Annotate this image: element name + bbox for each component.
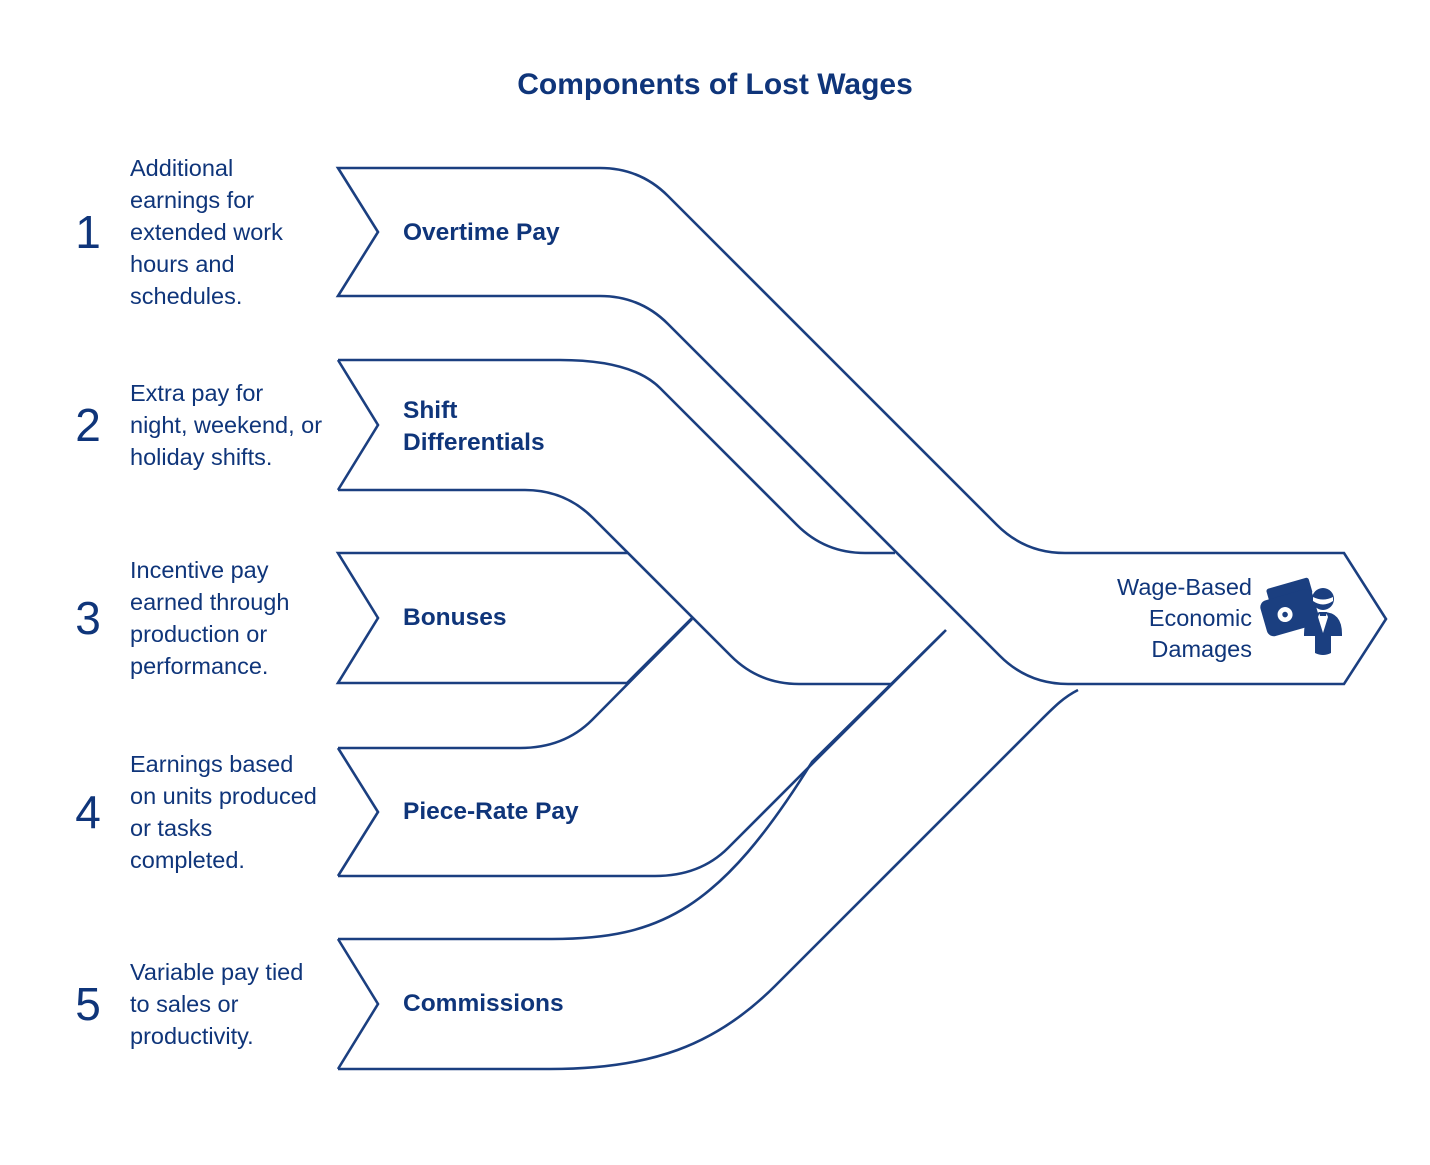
item-description-2: Extra pay for night, weekend, or holiday… bbox=[130, 380, 323, 470]
item-number-2: 2 bbox=[75, 399, 101, 451]
band-label-bonuses: Bonuses bbox=[403, 604, 507, 631]
band-label-commissions: Commissions bbox=[403, 990, 564, 1017]
item-description-4: Earnings based on units produced or task… bbox=[130, 751, 317, 873]
band-4-top-edge bbox=[338, 618, 693, 750]
band-label-overtime-pay: Overtime Pay bbox=[403, 219, 560, 246]
band-label-shift-differentials: Shift Differentials bbox=[403, 397, 545, 456]
page-title: Components of Lost Wages bbox=[517, 68, 913, 101]
output-label: Wage-Based Economic Damages bbox=[1117, 574, 1252, 662]
person-icon bbox=[1304, 588, 1342, 655]
item-number-4: 4 bbox=[75, 786, 101, 838]
band-2-chevron bbox=[336, 359, 380, 491]
band-5-chevron bbox=[336, 938, 380, 1070]
item-description-3: Incentive pay earned through production … bbox=[130, 557, 290, 679]
band-2-top-edge bbox=[338, 358, 895, 555]
item-number-3: 3 bbox=[75, 592, 101, 644]
band-2-bottom-edge bbox=[338, 488, 891, 686]
band-label-piece-rate-pay: Piece-Rate Pay bbox=[403, 798, 579, 825]
band-4-chevron bbox=[336, 747, 380, 877]
item-number-5: 5 bbox=[75, 978, 101, 1030]
band-4-bottom-edge bbox=[338, 629, 947, 878]
band-5-bottom-edge bbox=[338, 688, 1079, 1071]
item-number-1: 1 bbox=[75, 206, 101, 258]
money-icon bbox=[1260, 574, 1320, 637]
item-description-1: Additional earnings for extended work ho… bbox=[130, 155, 283, 309]
item-description-5: Variable pay tied to sales or productivi… bbox=[130, 959, 304, 1049]
band-5-top-edge bbox=[338, 631, 945, 941]
band-1-envelope-and-arrow bbox=[335, 166, 1388, 686]
